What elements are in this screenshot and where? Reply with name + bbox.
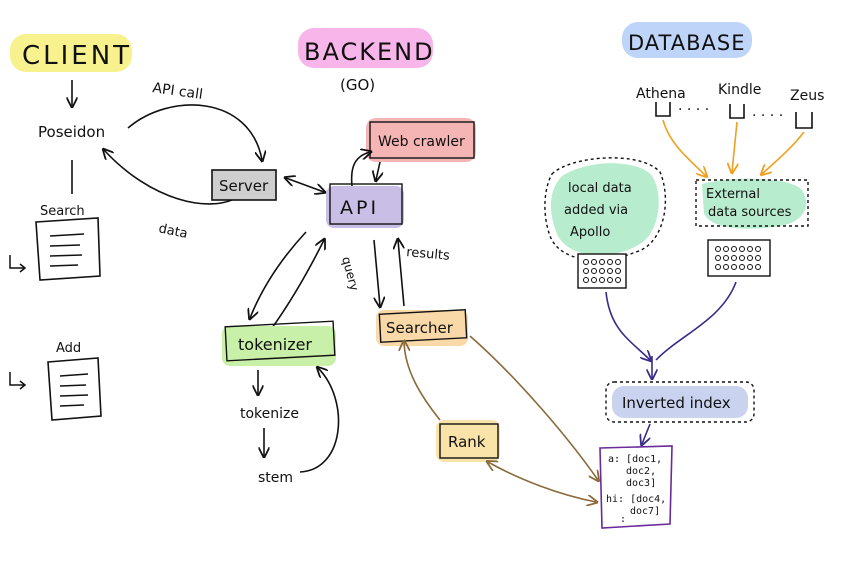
rank-to-searcher-arrow: [404, 342, 441, 421]
api-call-label: API call: [151, 80, 203, 103]
tokenizer-label: tokenizer: [238, 335, 312, 354]
api-call-arrow: [127, 104, 262, 160]
api-to-tokenizer-arrow: [250, 231, 307, 318]
server-api-arrow: [286, 178, 324, 192]
tokenizer-to-api-arrow: [271, 240, 324, 329]
index-line-3: doc3]: [626, 478, 656, 489]
searcher-label: Searcher: [386, 319, 454, 337]
search-hook-arrow: [9, 255, 24, 269]
rank-box: Rank: [436, 420, 500, 462]
search-label: Search: [40, 204, 85, 219]
database-header: DATABASE: [622, 22, 752, 58]
local-data-line-2: added via: [564, 203, 628, 218]
server-box: Server: [211, 169, 277, 201]
index-rank-arrow: [488, 462, 596, 502]
source-connectors: [655, 102, 813, 129]
ellipsis-2: . . . .: [752, 104, 783, 120]
client-title: CLIENT: [22, 41, 132, 71]
api-to-crawler-arrow: [350, 152, 370, 187]
add-hook-arrow: [9, 372, 24, 386]
backend-header: BACKEND (GO): [298, 28, 435, 94]
index-line-5: doc7]: [630, 506, 660, 517]
client-header: CLIENT: [10, 34, 132, 72]
query-label: query: [339, 255, 361, 292]
external-sources-box: External data sources: [695, 178, 809, 229]
external-db-icon: [707, 239, 771, 277]
database-title: DATABASE: [628, 31, 745, 55]
zeus-arrow: [762, 131, 805, 174]
inverted-index-label: Inverted index: [622, 394, 731, 412]
source-kindle: Kindle: [718, 82, 761, 98]
backend-title: BACKEND: [304, 38, 435, 66]
tokenize-label: tokenize: [240, 406, 299, 422]
query-arrow: [373, 239, 380, 306]
stem-label: stem: [258, 470, 293, 486]
local-to-index-arrow: [605, 291, 650, 360]
crawler-to-api-arrow: [376, 161, 380, 180]
add-label: Add: [56, 341, 81, 356]
search-document-icon: [35, 217, 101, 281]
index-line-4: hi: [doc4,: [606, 494, 666, 505]
add-document-icon: [47, 357, 102, 421]
local-data-blob: local data added via Apollo: [544, 157, 667, 261]
index-line-6: :: [620, 514, 626, 525]
local-db-icon: [577, 253, 627, 289]
server-label: Server: [219, 177, 269, 195]
index-line-2: doc2,: [626, 466, 656, 477]
index-contents-box: a: [doc1, doc2, doc3] hi: [doc4, doc7] :: [599, 445, 673, 529]
external-line-1: External: [706, 187, 760, 202]
inverted-index-box: Inverted index: [605, 381, 755, 423]
stem-loop-arrow: [299, 368, 340, 473]
rank-label: Rank: [448, 433, 486, 451]
web-crawler-box: Web crawler: [366, 118, 476, 162]
api-label: API: [340, 197, 379, 219]
results-label: results: [406, 245, 451, 264]
searcher-box: Searcher: [376, 309, 468, 346]
data-arrow: [104, 150, 241, 205]
tokenizer-box: tokenizer: [222, 320, 336, 366]
poseidon-label: Poseidon: [38, 123, 105, 141]
source-zeus: Zeus: [790, 88, 824, 104]
athena-arrow: [662, 119, 706, 176]
external-line-2: data sources: [708, 205, 792, 220]
index-line-1: a: [doc1,: [608, 454, 662, 465]
data-label: data: [157, 221, 189, 242]
local-data-line-1: local data: [568, 181, 632, 196]
kindle-arrow: [732, 121, 737, 172]
source-athena: Athena: [636, 86, 686, 102]
local-data-line-3: Apollo: [570, 225, 610, 240]
external-to-index-arrow: [655, 281, 737, 361]
ellipsis-1: . . . .: [678, 98, 709, 114]
results-arrow: [398, 240, 405, 307]
api-box: API: [326, 183, 404, 228]
index-down-arrow: [642, 423, 651, 444]
backend-subtitle: (GO): [340, 76, 375, 94]
web-crawler-label: Web crawler: [378, 134, 465, 150]
